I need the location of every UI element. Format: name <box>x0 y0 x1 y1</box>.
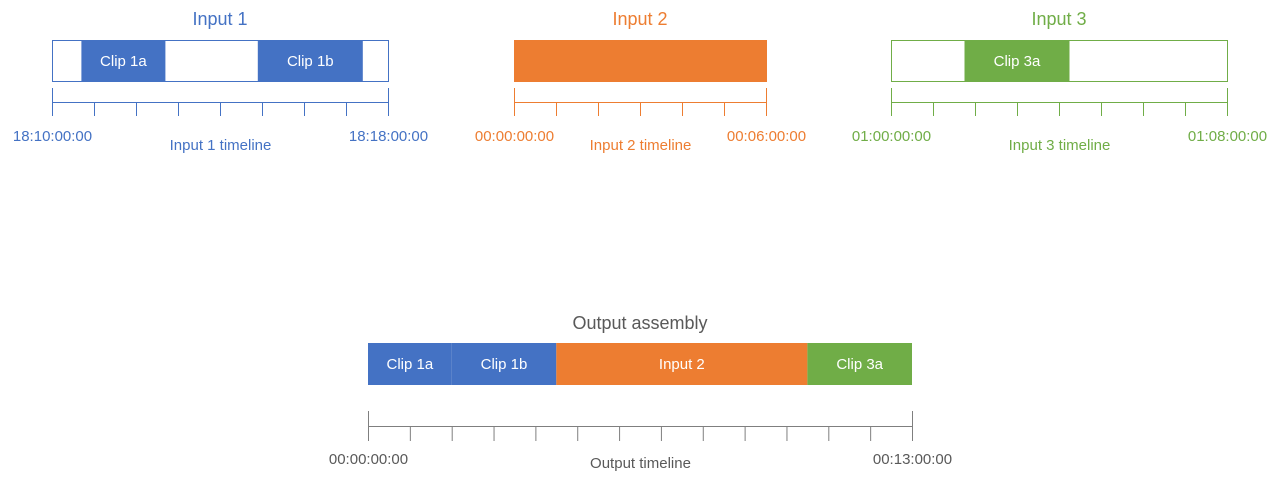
segment-label: Input 2 <box>659 356 705 373</box>
output-title: Output assembly <box>572 313 707 333</box>
clip-block: Clip 1b <box>257 40 363 82</box>
start-timecode: 00:00:00:00 <box>475 128 554 145</box>
input-title: Input 2 <box>612 9 667 29</box>
input-title: Input 3 <box>1031 9 1086 29</box>
input-source-bar <box>514 40 767 82</box>
start-timecode: 01:00:00:00 <box>852 128 931 145</box>
segment-rect <box>368 343 452 385</box>
segment-label: Clip 1b <box>481 356 528 373</box>
clip-label: Clip 1b <box>287 53 334 70</box>
end-timecode: 01:08:00:00 <box>1188 128 1267 145</box>
output-segment: Clip 1a <box>368 343 452 385</box>
segment-label: Clip 1a <box>386 356 433 373</box>
end-timecode: 18:18:00:00 <box>349 128 428 145</box>
output-segment: Clip 3a <box>807 343 912 385</box>
timeline-label: Input 2 timeline <box>590 137 692 154</box>
segment-rect <box>556 343 808 385</box>
clip-rect <box>257 40 363 82</box>
timeline-label: Output timeline <box>590 455 691 472</box>
start-timecode: 00:00:00:00 <box>329 451 408 468</box>
segment-rect <box>807 343 912 385</box>
clip-rect <box>964 40 1070 82</box>
input-title: Input 1 <box>192 9 247 29</box>
end-timecode: 00:06:00:00 <box>727 128 806 145</box>
input-3-group: Input 3 Clip 3a 01:00:00:00 01:08:00:00Inpu… <box>852 9 1267 154</box>
output-segment: Input 2 <box>556 343 808 385</box>
input-1-group: Input 1 Clip 1a Clip 1b 18:10:00:00 18:18:00… <box>13 9 428 154</box>
timeline-label: Input 1 timeline <box>170 137 272 154</box>
clip-rect <box>81 40 166 82</box>
clip-block: Clip 3a <box>964 40 1070 82</box>
output-segment: Clip 1b <box>451 343 557 385</box>
clip-label: Clip 1a <box>100 53 147 70</box>
end-timecode: 00:13:00:00 <box>873 451 952 468</box>
start-timecode: 18:10:00:00 <box>13 128 92 145</box>
segment-rect <box>451 343 557 385</box>
clip-block: Clip 1a <box>81 40 166 82</box>
clip-label: Clip 3a <box>994 53 1041 70</box>
segment-label: Clip 3a <box>836 356 883 373</box>
timeline-label: Input 3 timeline <box>1009 137 1111 154</box>
